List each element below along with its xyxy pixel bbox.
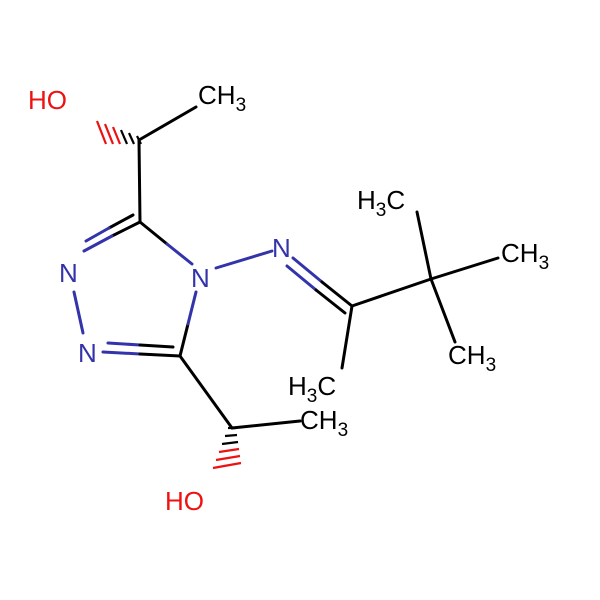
bond-imine-double-b xyxy=(320,280,354,308)
bond-ring-c5-n4-a xyxy=(178,322,190,358)
oh-label-top: HO xyxy=(28,85,67,115)
ring-n2-label: N xyxy=(78,338,97,368)
oh-label-bottom: HO xyxy=(165,486,204,516)
bond-c-ch3-top xyxy=(137,105,198,142)
hashed-wedge-top xyxy=(95,120,142,145)
bond-ring-c3-n-a xyxy=(110,220,142,238)
ch3-label-bottom: CH3 xyxy=(300,405,348,441)
bond-tbu-up xyxy=(415,210,433,281)
bond-ring-n-c5-c xyxy=(106,341,142,347)
bond-imine-double-c xyxy=(285,264,318,292)
bond-ring-c-bottom xyxy=(178,354,234,430)
bond-imine-double-d xyxy=(314,288,347,315)
bond-ring-c3-n-b xyxy=(82,234,114,253)
atom-labels: HO CH3 N N N N H3C CH3 CH3 H3C CH3 HO xyxy=(28,80,549,516)
bond-ring-c3-n-a2 xyxy=(107,213,135,230)
ring-n4-label: N xyxy=(191,263,210,293)
bond-c-ch3-bottom xyxy=(230,419,302,430)
ch3-label-top: CH3 xyxy=(198,80,246,116)
bond-ring-c5-n4-b xyxy=(186,290,198,326)
bond-ring-n-c5-b xyxy=(138,352,182,358)
bond-ring-n-c5-a xyxy=(101,350,142,356)
bond-ring-c3-n-b2 xyxy=(84,226,111,243)
h3c-label-imine-methyl: H3C xyxy=(288,371,336,407)
bond-ring-n4-c3-b xyxy=(165,242,194,266)
imine-n-label: N xyxy=(272,233,291,263)
bond-ring-n-c5-d xyxy=(138,343,175,349)
ch3-label-tbu-right: CH3 xyxy=(501,238,549,274)
bond-imine-c-tbu xyxy=(350,277,433,308)
bond-tbu-down xyxy=(429,277,457,344)
h3c-label-tbu-left: H3C xyxy=(357,185,405,221)
bond-c-ring-top xyxy=(137,138,142,224)
bond-n4-n-imine xyxy=(214,249,274,270)
ring-n1-label: N xyxy=(59,258,78,288)
bond-imine-double-a xyxy=(291,256,324,284)
hashed-wedge-bottom xyxy=(212,426,242,470)
bonds xyxy=(72,105,500,430)
bond-ring-n-n xyxy=(72,290,85,335)
bond-tbu-right xyxy=(429,256,500,281)
ch3-label-tbu-bottom: CH3 xyxy=(448,340,496,376)
bond-imine-c-methyl xyxy=(340,304,354,370)
bond-ring-n4-c3-a xyxy=(138,220,169,246)
